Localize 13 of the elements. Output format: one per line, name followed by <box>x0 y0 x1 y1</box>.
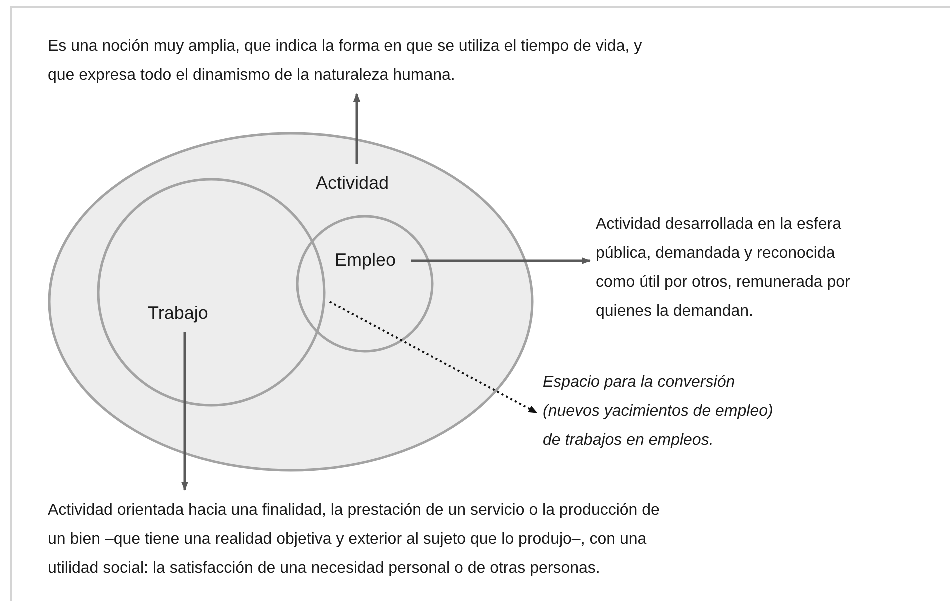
set-label: Empleo <box>335 249 396 272</box>
description-text: Es una noción muy amplia, que indica la forma en que se utiliza el tiempo de vida, y que expresa todo el dinamismo de la naturaleza humana. <box>48 37 643 86</box>
set-label: Trabajo <box>148 302 208 325</box>
set-label: Actividad <box>316 172 390 195</box>
set-circle <box>296 215 434 353</box>
description-text: Espacio para la conversión (nuevos yacimientos de empleo) de trabajos en empleos. <box>543 373 774 451</box>
description-text: Actividad orientada hacia una finalidad, la prestación de un servicio o la producción de un bien –que tiene una realidad objetiva y exterior al sujeto que lo produjo–, con una utilidad social: la satisfacción de una necesidad personal o de otras personas. <box>48 501 660 579</box>
arrow <box>411 257 591 265</box>
arrow <box>353 93 361 164</box>
description-text: Actividad desarrollada en la esfera pública, demandada y reconocida como útil por otros, remunerada por quienes la demandan. <box>596 215 851 322</box>
set-ellipse <box>48 132 534 472</box>
arrow <box>330 301 538 414</box>
arrow <box>181 332 189 491</box>
